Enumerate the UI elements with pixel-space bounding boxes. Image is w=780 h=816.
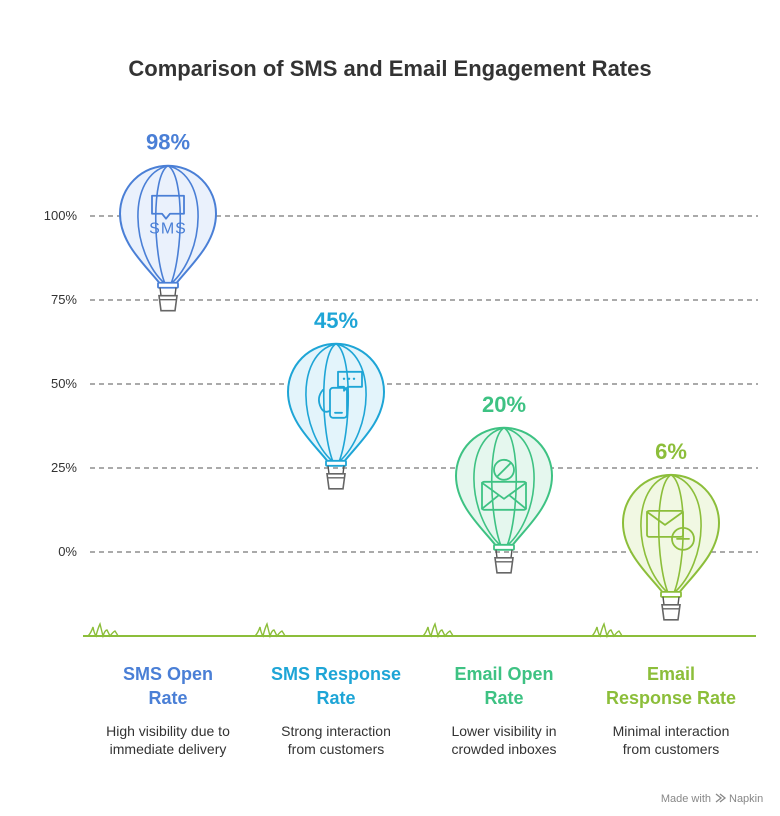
category-label: Rate	[148, 688, 187, 708]
y-tick-label: 50%	[51, 376, 77, 391]
footer-text: Made with	[661, 793, 711, 805]
balloon-bar: SMS 98%	[118, 130, 218, 312]
footer-brand: Napkin	[729, 793, 763, 805]
grass-tuft	[87, 621, 119, 639]
ground-line	[83, 621, 756, 639]
category-label: Email Open	[454, 664, 553, 684]
category-label: Email	[647, 664, 695, 684]
footer[interactable]: Made with Napkin	[661, 793, 763, 805]
category-description: Strong interaction	[281, 723, 391, 739]
grass-tuft	[591, 621, 623, 639]
balloon-bar: 45%	[286, 308, 386, 490]
chart-title: Comparison of SMS and Email Engagement R…	[128, 56, 651, 81]
balloon-basket	[494, 557, 514, 574]
category-description: from customers	[288, 741, 384, 757]
category-description: crowded inboxes	[451, 741, 556, 757]
value-label: 6%	[655, 439, 687, 464]
y-tick-label: 75%	[51, 292, 77, 307]
category-label: Rate	[484, 688, 523, 708]
balloon-basket	[326, 473, 346, 490]
category-description: immediate delivery	[110, 741, 227, 757]
balloons: SMS 98% 45% 20% 6%	[118, 130, 721, 621]
y-tick-label: 0%	[58, 544, 77, 559]
grass-tuft	[422, 621, 454, 639]
category-description: Lower visibility in	[451, 723, 556, 739]
category-label: Response Rate	[606, 688, 736, 708]
category-label: SMS Response	[271, 664, 401, 684]
svg-text:SMS: SMS	[149, 221, 187, 238]
y-tick-label: 100%	[44, 208, 78, 223]
balloon-bar: 20%	[454, 392, 554, 574]
balloon-bar: 6%	[621, 439, 721, 621]
y-tick-label: 25%	[51, 460, 77, 475]
y-axis: 100% 75% 50% 25% 0%	[44, 208, 78, 559]
category-label: SMS Open	[123, 664, 213, 684]
balloon-envelope	[454, 426, 554, 547]
category-description: Minimal interaction	[613, 723, 730, 739]
value-label: 20%	[482, 392, 526, 417]
sms-chat-icon: SMS	[149, 194, 187, 238]
balloon-basket	[158, 294, 178, 312]
napkin-logo-icon	[715, 793, 727, 803]
balloon-envelope	[286, 342, 386, 463]
balloon-envelope	[621, 473, 721, 594]
email-blocked-icon	[481, 458, 527, 511]
category-description: from customers	[623, 741, 719, 757]
category-description: High visibility due to	[106, 723, 230, 739]
value-label: 45%	[314, 308, 358, 333]
balloon-basket	[661, 604, 681, 621]
value-label: 98%	[146, 130, 190, 155]
email-remove-icon	[646, 509, 695, 551]
mobile-chat-icon	[318, 370, 363, 419]
grass-tuft	[254, 621, 286, 639]
category-label: Rate	[316, 688, 355, 708]
